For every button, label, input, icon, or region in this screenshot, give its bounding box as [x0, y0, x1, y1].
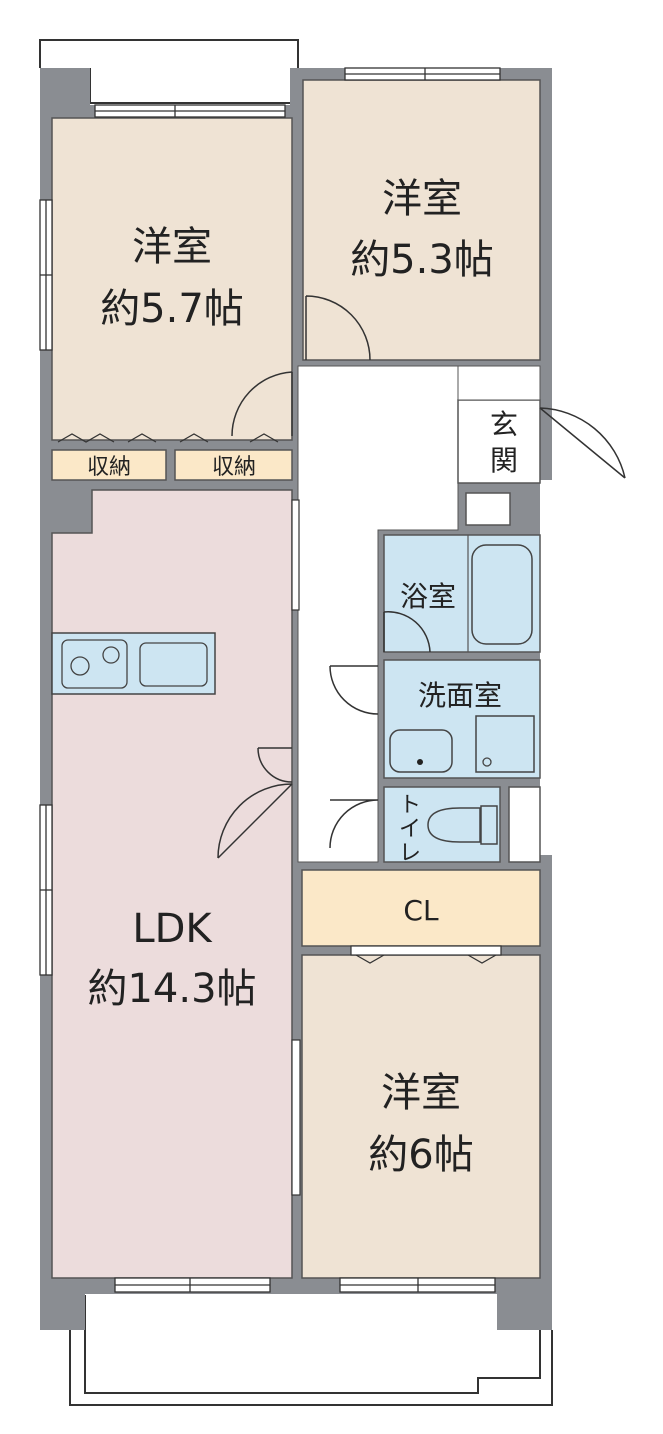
shoe-cabinet [465, 492, 511, 526]
south-bedroom-size: 約6帖 [368, 1132, 473, 1178]
ldk-floor [51, 489, 293, 1279]
west-bedroom-size: 約5.7帖 [100, 286, 244, 332]
basin-drain [417, 759, 423, 765]
ldk-size: 約14.3帖 [87, 966, 256, 1012]
closet-label: CL [403, 894, 439, 927]
entrance-step [457, 365, 541, 401]
toilet-bowl [427, 807, 481, 843]
south-bedroom-name: 洋室 [381, 1070, 461, 1116]
toilet-label-3: レ [399, 841, 421, 866]
storage-1 [51, 449, 167, 481]
sliding-doors [291, 499, 502, 1196]
toilet-label-1: ト [399, 793, 421, 818]
kitchen-sink [139, 642, 208, 687]
windows [39, 67, 501, 1293]
south-bedroom-floor [301, 954, 541, 1279]
burner-1 [70, 656, 90, 676]
bathtub [471, 544, 533, 645]
doors [217, 295, 626, 859]
west-bedroom-floor [51, 117, 293, 441]
storage-doors [57, 433, 497, 964]
bath-label: 浴室 [400, 580, 456, 613]
bath-floor [383, 534, 541, 653]
entrance-label-1: 玄 [490, 408, 518, 441]
west-bedroom-name: 洋室 [132, 224, 212, 270]
closet-floor [301, 869, 541, 947]
south-balcony [69, 1295, 553, 1406]
ldk-name: LDK [132, 906, 213, 952]
east-bedroom-name: 洋室 [382, 176, 462, 222]
kitchen-counter [51, 632, 216, 695]
storage-2 [174, 449, 293, 481]
washroom-label: 洗面室 [418, 679, 502, 712]
washroom-floor [383, 659, 541, 779]
stove [61, 639, 128, 689]
east-bedroom-floor [302, 79, 541, 361]
storage-2-label: 収納 [212, 455, 256, 480]
toilet-label-2: イ [399, 817, 421, 842]
east-bedroom-size: 約5.3帖 [350, 237, 494, 283]
burner-2 [102, 646, 120, 664]
wash-basin [389, 729, 453, 773]
toilet-tank [480, 805, 498, 845]
washing-machine-pan [475, 715, 535, 773]
storage-1-label: 収納 [87, 455, 131, 480]
pipe-space [508, 786, 541, 863]
entrance-label-2: 関 [490, 444, 518, 477]
